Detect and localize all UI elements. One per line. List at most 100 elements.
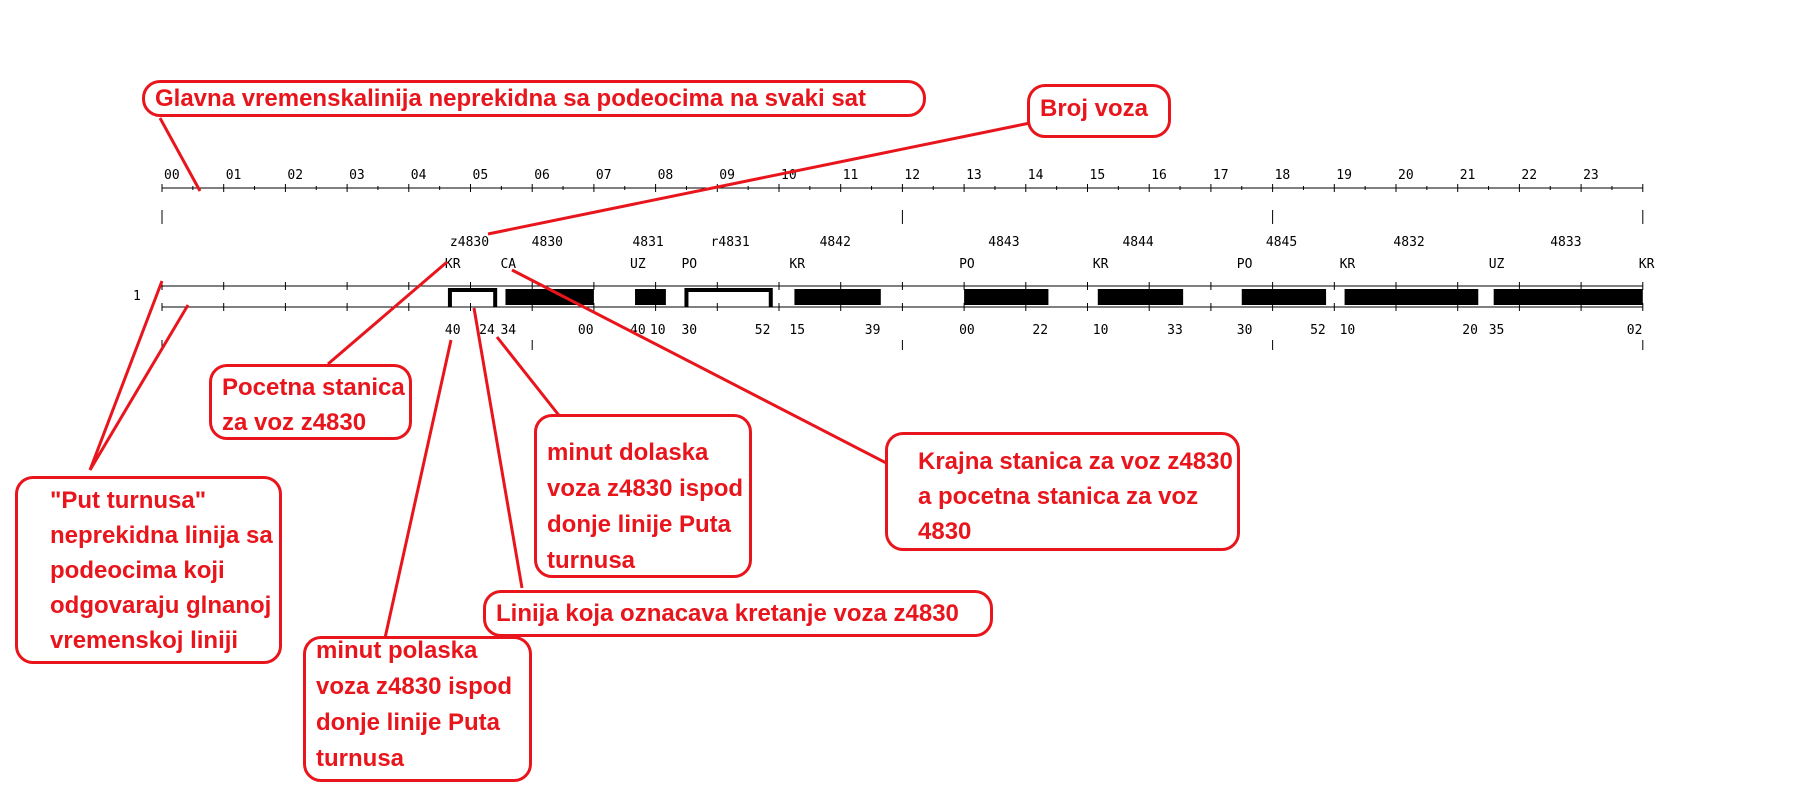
departure-minute-label: 00 <box>959 323 975 338</box>
train-run-bar <box>794 289 881 305</box>
start-station-leader <box>327 260 448 366</box>
note-line: a pocetna stanica za voz <box>918 483 1199 510</box>
timeline-leader <box>158 117 202 192</box>
train-number-label: z4830 <box>450 235 489 250</box>
start-station-note: Pocetna stanica za voz z4830 <box>209 364 412 440</box>
train-run-bar <box>1493 289 1643 305</box>
turnus-path-note: "Put turnusa" neprekidna linija sa podeo… <box>15 476 282 664</box>
hour-label: 21 <box>1460 168 1476 183</box>
note-line: minut dolaska <box>547 439 709 466</box>
departure-minute-note: minut polaska voza z4830 ispod donje lin… <box>303 636 532 782</box>
note-line: donje linije Puta <box>316 709 501 736</box>
station-label: KR <box>445 257 461 272</box>
train-number-note: Broj voza <box>1027 84 1171 138</box>
lane-label: 1 <box>133 289 141 304</box>
hour-label: 12 <box>904 168 920 183</box>
note-line: voza z4830 ispod <box>316 673 513 700</box>
hour-label: 09 <box>719 168 735 183</box>
train-number-label: 4843 <box>988 235 1019 250</box>
train-number-leader <box>487 121 1031 236</box>
hour-label: 07 <box>596 168 612 183</box>
train-run-bar <box>684 288 773 307</box>
timeline-note: Glavna vremenskalinija neprekidna sa pod… <box>142 80 926 117</box>
train-number-label: 4833 <box>1550 235 1581 250</box>
train-run-bar <box>1344 289 1479 305</box>
station-label: PO <box>1237 257 1253 272</box>
train-number-label: 4842 <box>820 235 851 250</box>
hour-label: 23 <box>1583 168 1599 183</box>
note-line: turnusa <box>316 745 405 772</box>
note-line: Krajna stanica za voz z4830 <box>918 448 1233 475</box>
note-line: odgovaraju glnanoj <box>50 592 272 619</box>
end-station-note: Krajna stanica za voz z4830 a pocetna st… <box>885 432 1240 551</box>
departure-minute-label: 34 <box>500 323 516 338</box>
departure-minute-label: 10 <box>1340 323 1356 338</box>
arrival-minute-label: 52 <box>755 323 771 338</box>
train-run-bar <box>1241 289 1327 305</box>
hour-label: 00 <box>164 168 180 183</box>
train-run-bar <box>505 289 594 305</box>
arrival-minute-label: 52 <box>1310 323 1326 338</box>
turnus-leader-a <box>88 280 164 471</box>
arrival-minute-label: 33 <box>1167 323 1183 338</box>
hour-label: 17 <box>1213 168 1229 183</box>
departure-minute-label: 15 <box>789 323 805 338</box>
hour-label: 18 <box>1275 168 1291 183</box>
station-label: KR <box>1340 257 1356 272</box>
hour-label: 06 <box>534 168 550 183</box>
movement-line-note-text: Linija koja oznacava kretanje voza z4830 <box>496 600 959 627</box>
note-line: podeocima koji <box>50 557 225 584</box>
train-number-label: r4831 <box>711 235 750 250</box>
hour-label: 08 <box>658 168 674 183</box>
note-line: 4830 <box>918 518 972 545</box>
station-label: PO <box>681 257 697 272</box>
arrival-minute-note: minut dolaska voza z4830 ispod donje lin… <box>534 414 752 578</box>
hour-label: 11 <box>843 168 859 183</box>
note-line: za voz z4830 <box>222 409 367 436</box>
note-line: vremenskoj liniji <box>50 627 239 654</box>
departure-minute-label: 30 <box>681 323 697 338</box>
departure-minute-label: 35 <box>1489 323 1505 338</box>
note-line: donje linije Puta <box>547 511 732 538</box>
hour-label: 04 <box>411 168 427 183</box>
hour-label: 16 <box>1151 168 1167 183</box>
departure-minute-label: 10 <box>1093 323 1109 338</box>
train-run-bar <box>1097 289 1184 305</box>
movement-line-note: Linija koja oznacava kretanje voza z4830 <box>483 590 993 637</box>
station-label: CA <box>500 257 516 272</box>
station-label: UZ <box>630 257 646 272</box>
station-label: KR <box>1093 257 1109 272</box>
arrival-minute-label: 24 <box>479 323 495 338</box>
hour-label: 14 <box>1028 168 1044 183</box>
arrival-minute-label: 20 <box>1462 323 1478 338</box>
station-label: PO <box>959 257 975 272</box>
hour-label: 20 <box>1398 168 1414 183</box>
hour-label: 15 <box>1090 168 1106 183</box>
station-label: KR <box>789 257 805 272</box>
arrival-minute-leader <box>495 336 567 424</box>
station-label: KR <box>1639 257 1655 272</box>
train-number-label: 4830 <box>532 235 563 250</box>
movement-line-leader <box>472 307 524 589</box>
departure-minute-leader <box>383 339 453 639</box>
train-number-label: 4832 <box>1393 235 1424 250</box>
train-run-bar <box>635 289 666 305</box>
hour-label: 03 <box>349 168 365 183</box>
arrival-minute-label: 00 <box>578 323 594 338</box>
hour-label: 19 <box>1336 168 1352 183</box>
annotation-leaders <box>88 117 1031 639</box>
hour-label: 01 <box>226 168 242 183</box>
train-number-label: 4831 <box>632 235 663 250</box>
train-number-label: 4844 <box>1122 235 1153 250</box>
arrival-minute-label: 10 <box>650 323 666 338</box>
note-line: "Put turnusa" <box>50 487 207 514</box>
turnus-leader-b <box>88 304 190 471</box>
departure-minute-label: 30 <box>1237 323 1253 338</box>
departure-minute-label: 40 <box>445 323 461 338</box>
hour-label: 13 <box>966 168 982 183</box>
note-line: neprekidna linija sa <box>50 522 273 549</box>
hour-label: 22 <box>1521 168 1537 183</box>
station-label: UZ <box>1489 257 1505 272</box>
